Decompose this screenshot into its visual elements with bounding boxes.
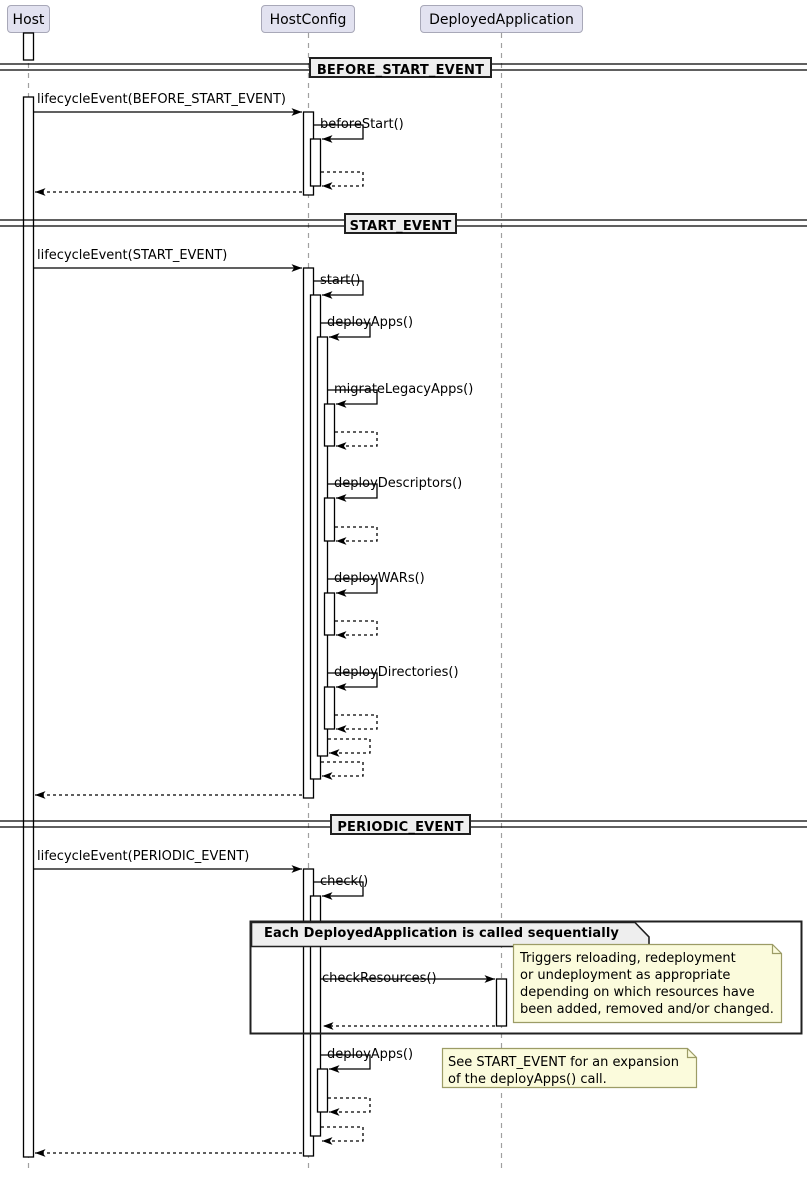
arrow-beforestart-self [314, 124, 364, 143]
note-text-check-resources: Triggers reloading, redeployment or unde… [520, 951, 774, 1017]
arrow-start-self [314, 280, 364, 299]
arrow-deployapps2-self [321, 1054, 371, 1073]
arrow-check-self [314, 881, 364, 900]
activation-bars [22, 32, 508, 1158]
activation-hostconfig-deployapps-self [316, 336, 329, 757]
participant-hostconfig-label: HostConfig [269, 12, 347, 28]
arrow-deploydirectories-self [328, 672, 378, 691]
divider-lines [0, 63, 807, 828]
msg-label-deploydescriptors: deployDescriptors() [334, 476, 463, 491]
arrow-migratelegacyapps-self [328, 389, 378, 408]
activation-hostconfig-check-self [309, 895, 322, 1137]
arrow-check-self-return [321, 1126, 364, 1145]
msg-label-deploywars: deployWARs() [334, 571, 425, 586]
msg-label-deployapps: deployApps() [327, 315, 414, 330]
activation-hostconfig-deploywars-self [323, 592, 336, 636]
activation-hostconfig-deploydirectories-self [323, 686, 336, 730]
arrow-deploywars-self-return [335, 620, 378, 639]
arrow-deployapps2-self-return [328, 1097, 371, 1116]
participant-deployedapplication-label: DeployedApplication [429, 12, 574, 28]
arrow-deploydirectories-self-return [335, 714, 378, 733]
note-check-resources [512, 943, 783, 1024]
group-title-each-deployedapplication: Each DeployedApplication is called seque… [264, 926, 619, 941]
msg-label-deploydirectories: deployDirectories() [334, 665, 459, 680]
note-deploy-apps [441, 1047, 698, 1089]
arrow-deployapps-self [321, 322, 371, 341]
divider-before-start-event: BEFORE_START_EVENT [309, 57, 492, 78]
msg-label-check: check() [320, 874, 369, 889]
activation-hostconfig-beforestart-self [309, 138, 322, 187]
msg-label-deployapps-periodic: deployApps() [327, 1047, 414, 1062]
arrow-start-self-return [321, 761, 364, 780]
arrow-beforestart-self-return [321, 171, 364, 190]
participant-hostconfig: HostConfig [261, 5, 355, 33]
activation-hostconfig-deploydescriptors-self [323, 497, 336, 542]
message-arrows: Host return --> Host return -- [34, 108, 495, 1157]
msg-label-lifecycleevent-start: lifecycleEvent(START_EVENT) [37, 248, 228, 263]
group-frame-each-deployedapplication [249, 920, 803, 1035]
participant-deployedapplication: DeployedApplication [420, 5, 583, 33]
activation-hostconfig-deployapps2-self [316, 1068, 329, 1113]
arrow-deploydescriptors-self-return [335, 526, 378, 545]
arrow-deploydescriptors-self [328, 483, 378, 502]
lifelines [27, 33, 503, 1172]
divider-periodic-event: PERIODIC_EVENT [330, 814, 471, 835]
msg-label-migratelegacyapps: migrateLegacyApps() [334, 382, 474, 397]
activation-deployedapplication-checkresources [495, 978, 508, 1027]
activation-host-before-start [22, 96, 35, 1158]
activation-host-root [22, 32, 35, 61]
participant-host-label: Host [12, 12, 45, 28]
group-header-tab [250, 921, 650, 948]
arrow-migratelegacyapps-self-return [335, 431, 378, 450]
msg-label-lifecycleevent-periodic: lifecycleEvent(PERIODIC_EVENT) [37, 849, 250, 864]
divider-start-event: START_EVENT [344, 213, 457, 234]
note-text-deploy-apps: See START_EVENT for an expansion of the … [448, 1055, 679, 1087]
msg-label-beforestart: beforeStart() [320, 117, 404, 132]
arrow-deploywars-self [328, 578, 378, 597]
participant-host: Host [7, 5, 50, 33]
arrow-deployapps-self-return [328, 738, 371, 757]
msg-label-start: start() [320, 273, 361, 288]
activation-hostconfig-migratelegacyapps-self [323, 403, 336, 447]
msg-label-lifecycleevent-before-start: lifecycleEvent(BEFORE_START_EVENT) [37, 92, 286, 107]
msg-label-checkresources: checkResources() [322, 971, 437, 986]
